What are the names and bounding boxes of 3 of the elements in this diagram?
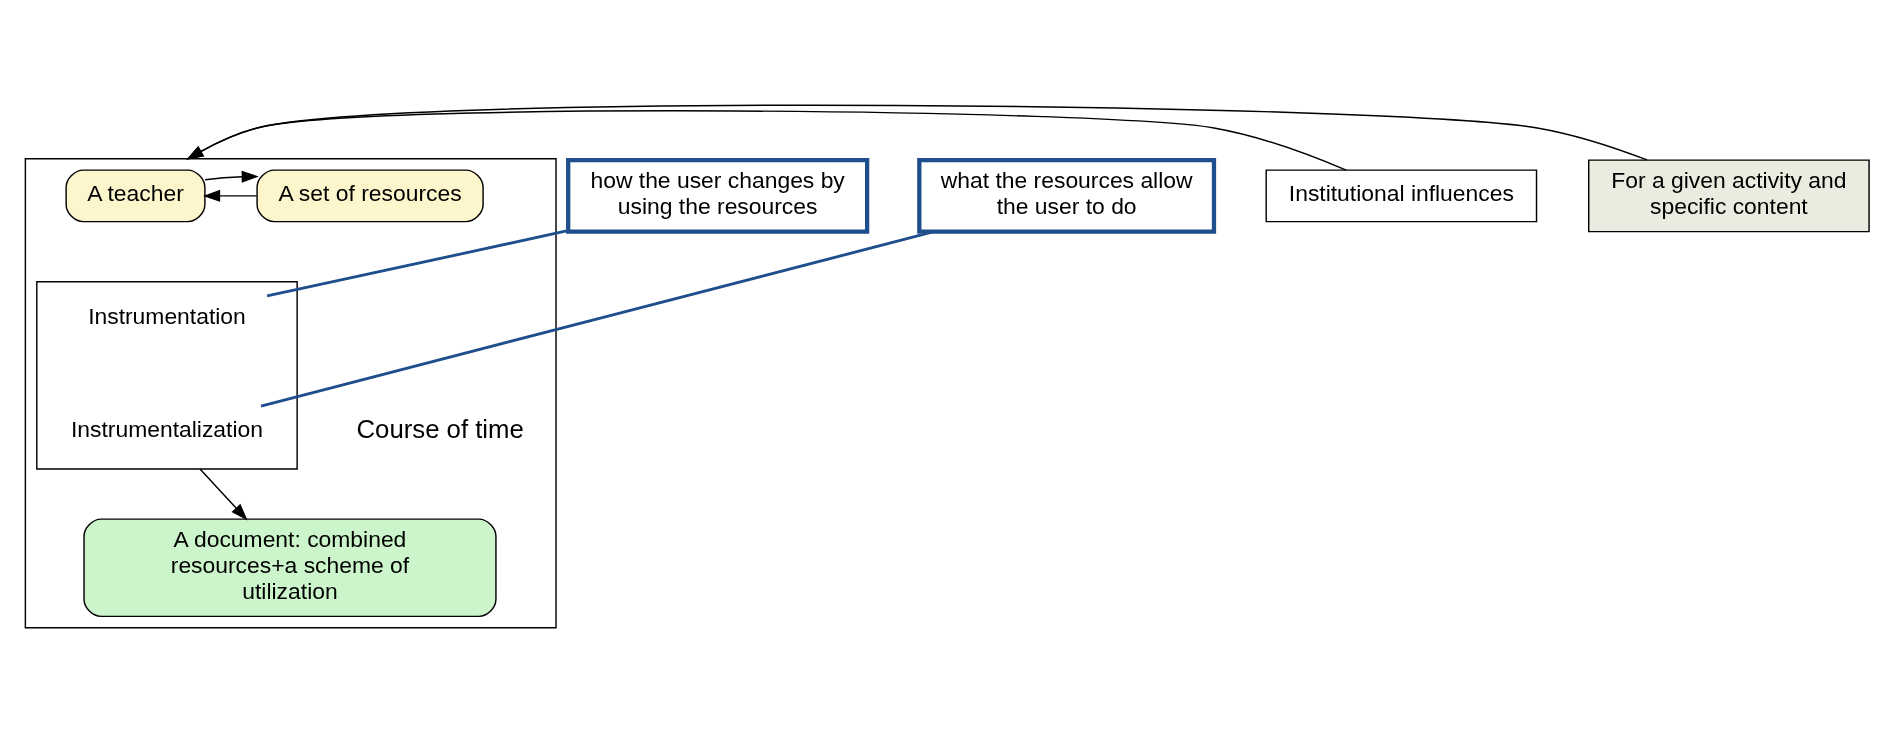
label: Course of time [356, 414, 524, 443]
node-text: Instrumentalization [70, 415, 263, 442]
node-text: Instrumentation [88, 302, 246, 329]
